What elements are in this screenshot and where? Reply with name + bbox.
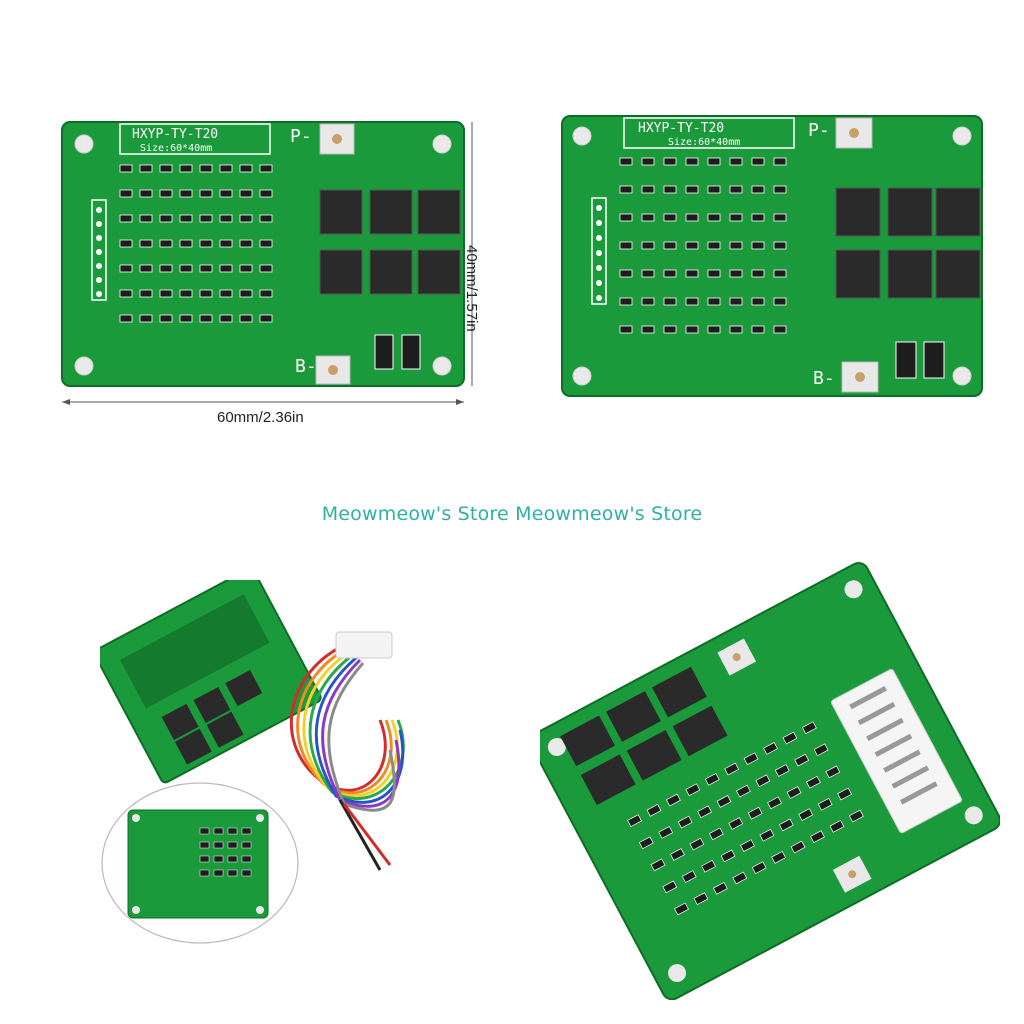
wire-harness [289, 643, 405, 871]
board-top-dimensioned: HXYP-TY-T20 Size:60*40mm P- B- [61, 121, 473, 405]
terminal-b-label-2: B- [813, 368, 835, 389]
balance-connector [830, 668, 963, 834]
board-with-cable [100, 580, 405, 944]
height-dimension-label: 40mm/1.57in [463, 245, 480, 332]
width-dimension-label: 60mm/2.36in [217, 409, 304, 426]
terminal-p-label-2: P- [808, 120, 830, 141]
board-size-label: Size:60*40mm [140, 143, 212, 154]
board-label-2: HXYP-TY-T20 [638, 121, 724, 136]
terminal-b-label: B- [295, 356, 317, 377]
board-angled-closeup [540, 562, 1000, 1000]
terminal-p-label: P- [290, 126, 312, 147]
board-top-plain: HXYP-TY-T20 Size:60*40mm P- B- [561, 115, 983, 397]
board-label: HXYP-TY-T20 [132, 127, 218, 142]
board-size-label-2: Size:60*40mm [668, 137, 740, 148]
store-watermark: Meowmeow's Store Meowmeow's Store [321, 503, 703, 525]
mosfet-group [319, 189, 461, 295]
